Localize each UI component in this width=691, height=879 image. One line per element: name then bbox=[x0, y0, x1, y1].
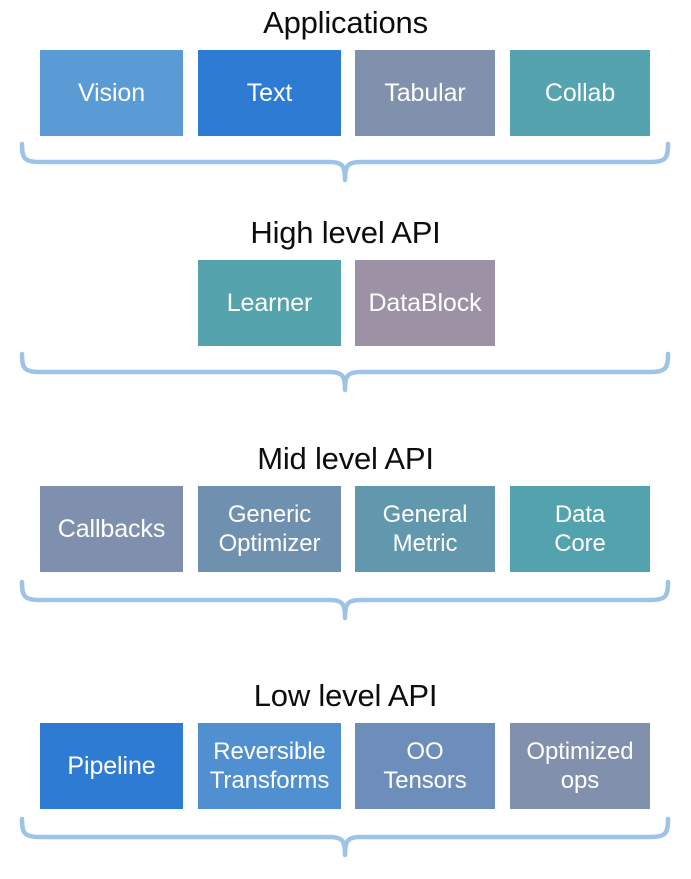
box-text[interactable]: Text bbox=[198, 50, 341, 136]
box-pipeline[interactable]: Pipeline bbox=[40, 723, 183, 809]
box-callbacks[interactable]: Callbacks bbox=[40, 486, 183, 572]
layer-title-high-level-api: High level API bbox=[250, 215, 441, 250]
box-datablock[interactable]: DataBlock bbox=[355, 260, 495, 346]
layer-title-low-level-api: Low level API bbox=[253, 678, 438, 713]
box-row-high-level-api: Learner DataBlock bbox=[0, 260, 691, 346]
box-learner[interactable]: Learner bbox=[198, 260, 341, 346]
brace-applications bbox=[0, 140, 691, 198]
brace-high-level-api bbox=[0, 350, 691, 408]
box-vision[interactable]: Vision bbox=[40, 50, 183, 136]
brace-mid-level-api bbox=[0, 578, 691, 636]
layer-title-applications: Applications bbox=[263, 5, 428, 40]
box-collab[interactable]: Collab bbox=[510, 50, 650, 136]
box-row-applications: Vision Text Tabular Collab bbox=[0, 50, 691, 136]
layer-title-mid-level-api: Mid level API bbox=[257, 441, 434, 476]
brace-low-level-api bbox=[0, 815, 691, 873]
box-tabular[interactable]: Tabular bbox=[355, 50, 495, 136]
